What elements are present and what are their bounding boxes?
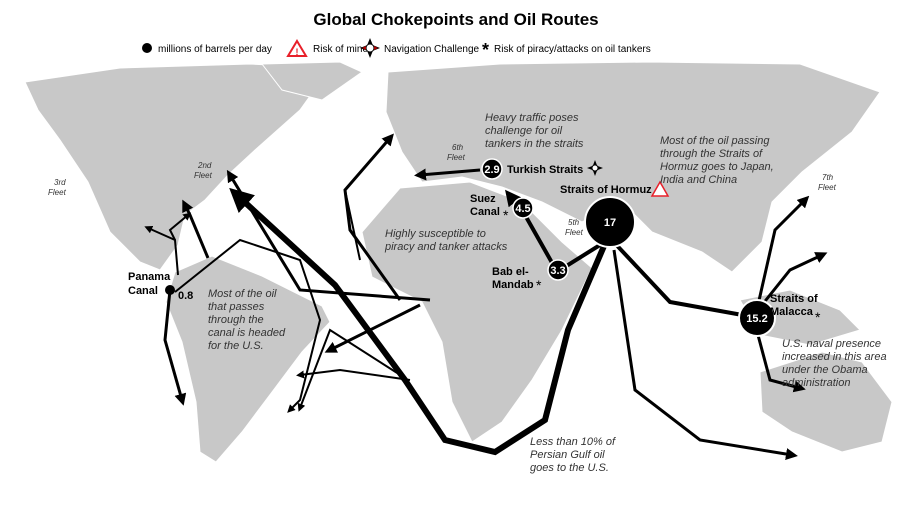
mine-warning-icon: ! bbox=[286, 39, 308, 57]
barrels-dot-icon bbox=[142, 43, 152, 53]
svg-text:Fleet: Fleet bbox=[194, 171, 213, 180]
svg-text:2.9: 2.9 bbox=[484, 164, 499, 176]
legend-navigation: Navigation Challenge bbox=[384, 44, 480, 55]
greenland bbox=[261, 61, 364, 101]
chokepoint-bab-el-mandab: 3.3 Bab el- Mandab * bbox=[492, 259, 569, 293]
svg-text:Bab el-: Bab el- bbox=[492, 266, 529, 278]
svg-text:Heavy traffic poses: Heavy traffic poses bbox=[485, 112, 579, 124]
svg-text:15.2: 15.2 bbox=[746, 313, 767, 325]
eurasia bbox=[385, 61, 881, 273]
map-title: Global Chokepoints and Oil Routes bbox=[313, 10, 598, 29]
note-gulf: Less than 10% of Persian Gulf oil goes t… bbox=[530, 436, 616, 474]
svg-text:Canal: Canal bbox=[128, 285, 158, 297]
svg-text:Suez: Suez bbox=[470, 193, 496, 205]
land-masses bbox=[24, 61, 893, 463]
svg-text:that passes: that passes bbox=[208, 301, 265, 313]
note-malacca: U.S. naval presence increased in this ar… bbox=[782, 338, 887, 389]
compass-icon bbox=[587, 160, 603, 176]
chokepoint-suez: 4.5 Suez Canal * bbox=[470, 193, 534, 223]
svg-text:administration: administration bbox=[782, 377, 850, 389]
svg-text:Most of the oil passing: Most of the oil passing bbox=[660, 135, 770, 147]
svg-text:Canal: Canal bbox=[470, 206, 500, 218]
piracy-star-icon: * bbox=[503, 207, 509, 223]
africa bbox=[361, 181, 593, 443]
svg-text:increased in this area: increased in this area bbox=[782, 351, 887, 363]
legend-mines: Risk of mines bbox=[313, 44, 373, 55]
note-hormuz: Most of the oil passing through the Stra… bbox=[660, 135, 774, 186]
svg-text:3.3: 3.3 bbox=[550, 265, 565, 277]
svg-text:tankers in the straits: tankers in the straits bbox=[485, 138, 584, 150]
svg-text:3rd: 3rd bbox=[54, 178, 66, 187]
legend-piracy: Risk of piracy/attacks on oil tankers bbox=[494, 44, 651, 55]
chokepoint-turkish-straits: 2.9 Turkish Straits bbox=[481, 158, 603, 180]
svg-text:!: ! bbox=[296, 47, 299, 57]
mine-warning-icon bbox=[650, 180, 670, 197]
south-america bbox=[165, 255, 331, 463]
svg-text:Hormuz goes to Japan,: Hormuz goes to Japan, bbox=[660, 161, 774, 173]
svg-text:Persian Gulf oil: Persian Gulf oil bbox=[530, 449, 605, 461]
australia bbox=[759, 351, 893, 453]
svg-text:Fleet: Fleet bbox=[565, 228, 584, 237]
svg-text:under the Obama: under the Obama bbox=[782, 364, 868, 376]
svg-text:4.5: 4.5 bbox=[515, 203, 530, 215]
svg-text:goes to the U.S.: goes to the U.S. bbox=[530, 462, 609, 474]
svg-text:17: 17 bbox=[604, 217, 616, 229]
svg-text:India and China: India and China bbox=[660, 174, 737, 186]
svg-text:0.8: 0.8 bbox=[178, 290, 193, 302]
compass-icon bbox=[360, 38, 380, 58]
svg-text:for the U.S.: for the U.S. bbox=[208, 340, 264, 352]
svg-text:Malacca: Malacca bbox=[770, 306, 814, 318]
chokepoint-hormuz: 17 Straits of Hormuz bbox=[560, 180, 670, 248]
note-turkish: Heavy traffic poses challenge for oil ta… bbox=[485, 112, 584, 150]
svg-text:5th: 5th bbox=[568, 218, 580, 227]
piracy-star-icon: * bbox=[536, 277, 542, 293]
svg-text:Turkish Straits: Turkish Straits bbox=[507, 164, 583, 176]
chokepoint-malacca: 15.2 Straits of Malacca * bbox=[738, 293, 821, 337]
svg-text:Fleet: Fleet bbox=[447, 153, 466, 162]
svg-text:U.S. naval presence: U.S. naval presence bbox=[782, 338, 881, 350]
svg-text:Panama: Panama bbox=[128, 271, 171, 283]
svg-text:6th: 6th bbox=[452, 143, 464, 152]
note-panama: Most of the oil that passes through the … bbox=[208, 288, 286, 352]
piracy-star-icon: * bbox=[815, 309, 821, 325]
svg-text:Fleet: Fleet bbox=[818, 183, 837, 192]
legend-barrels: millions of barrels per day bbox=[158, 44, 272, 55]
svg-text:through the: through the bbox=[208, 314, 264, 326]
svg-text:Less than 10% of: Less than 10% of bbox=[530, 436, 616, 448]
svg-text:piracy and tanker attacks: piracy and tanker attacks bbox=[384, 241, 508, 253]
svg-text:canal is headed: canal is headed bbox=[208, 327, 286, 339]
legend: millions of barrels per day ! Risk of mi… bbox=[142, 38, 651, 60]
svg-text:Straits of: Straits of bbox=[770, 293, 818, 305]
svg-text:Fleet: Fleet bbox=[48, 188, 67, 197]
piracy-star-icon: * bbox=[482, 40, 489, 60]
label-hormuz: Straits of Hormuz bbox=[560, 184, 652, 196]
svg-text:Most of the oil: Most of the oil bbox=[208, 288, 277, 300]
note-piracy: Highly susceptible to piracy and tanker … bbox=[384, 228, 508, 253]
svg-text:2nd: 2nd bbox=[197, 161, 212, 170]
chokepoint-panama: Panama Canal 0.8 bbox=[128, 271, 193, 302]
svg-text:through the Straits of: through the Straits of bbox=[660, 148, 763, 160]
svg-text:Mandab: Mandab bbox=[492, 279, 534, 291]
svg-text:Highly susceptible to: Highly susceptible to bbox=[385, 228, 486, 240]
svg-text:7th: 7th bbox=[822, 173, 834, 182]
svg-text:challenge for oil: challenge for oil bbox=[485, 125, 563, 137]
